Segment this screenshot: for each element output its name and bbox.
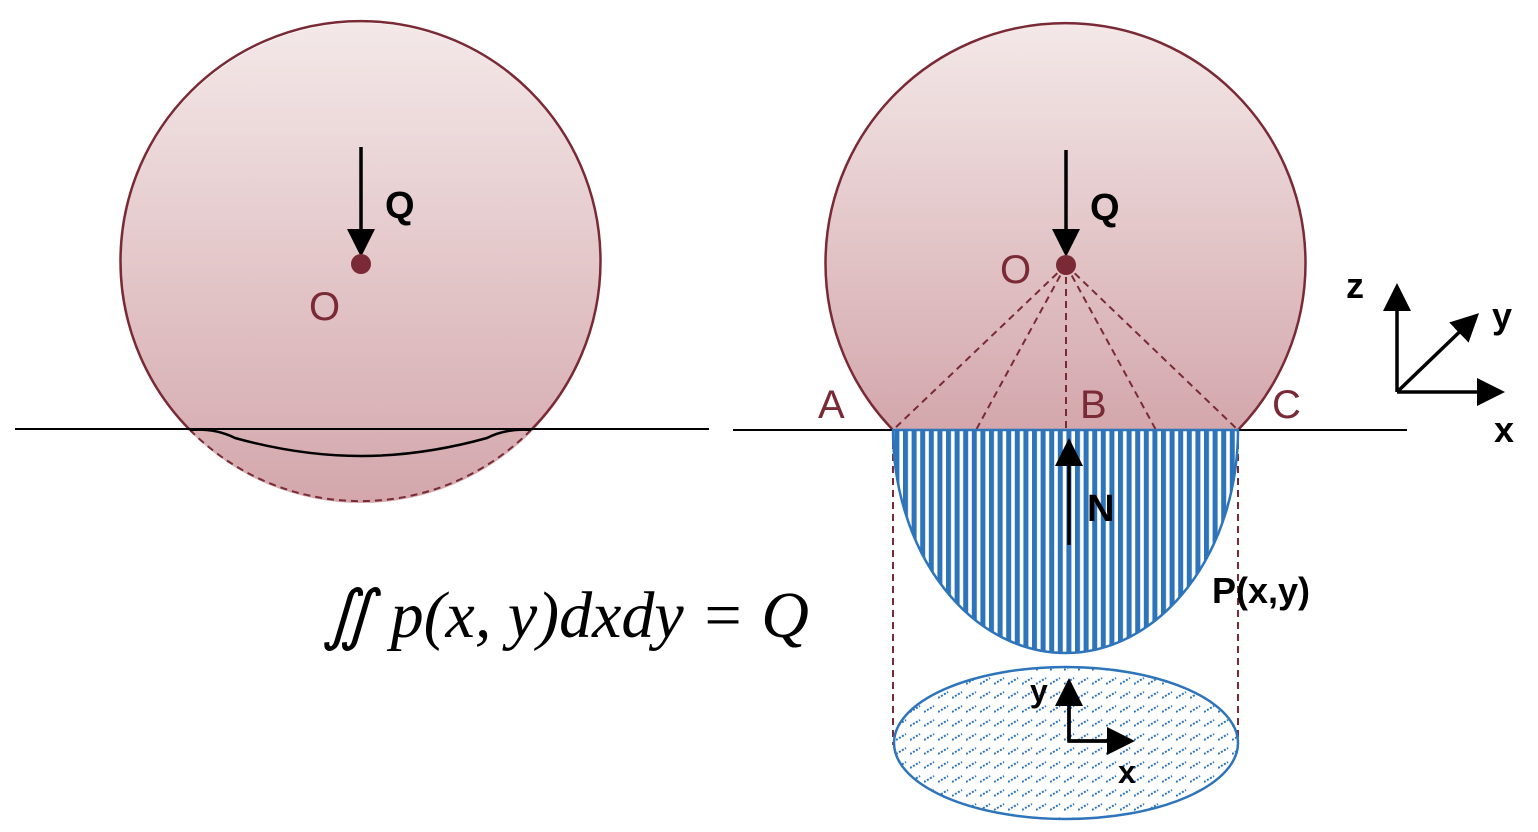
- point-b-label: B: [1080, 383, 1107, 427]
- point-a-label: A: [818, 383, 845, 427]
- axis-y-label: y: [1492, 295, 1512, 336]
- contact-x-label: x: [1118, 754, 1136, 790]
- normal-label: N: [1087, 488, 1114, 530]
- left-sphere: [15, 19, 709, 503]
- coordinate-axes: [1383, 283, 1505, 406]
- pressure-label: P(x,y): [1212, 570, 1310, 611]
- left-q-label: Q: [385, 185, 415, 227]
- pressure-rays: [892, 264, 1239, 745]
- right-q-label: Q: [1090, 187, 1120, 229]
- contact-ellipse: [892, 665, 1240, 821]
- axis-z-label: z: [1346, 265, 1364, 306]
- equilibrium-equation: ∬ p(x, y)dxdy = Q: [322, 579, 809, 652]
- center-point-right: [1056, 255, 1076, 275]
- deformed-surface: [189, 428, 532, 458]
- center-point: [351, 254, 371, 274]
- contact-y-label: y: [1030, 673, 1048, 709]
- right-sphere: [733, 21, 1407, 821]
- axis-x-label: x: [1494, 409, 1514, 450]
- point-c-label: C: [1272, 383, 1301, 427]
- right-o-label: O: [1000, 248, 1031, 292]
- left-o-label: O: [309, 285, 340, 329]
